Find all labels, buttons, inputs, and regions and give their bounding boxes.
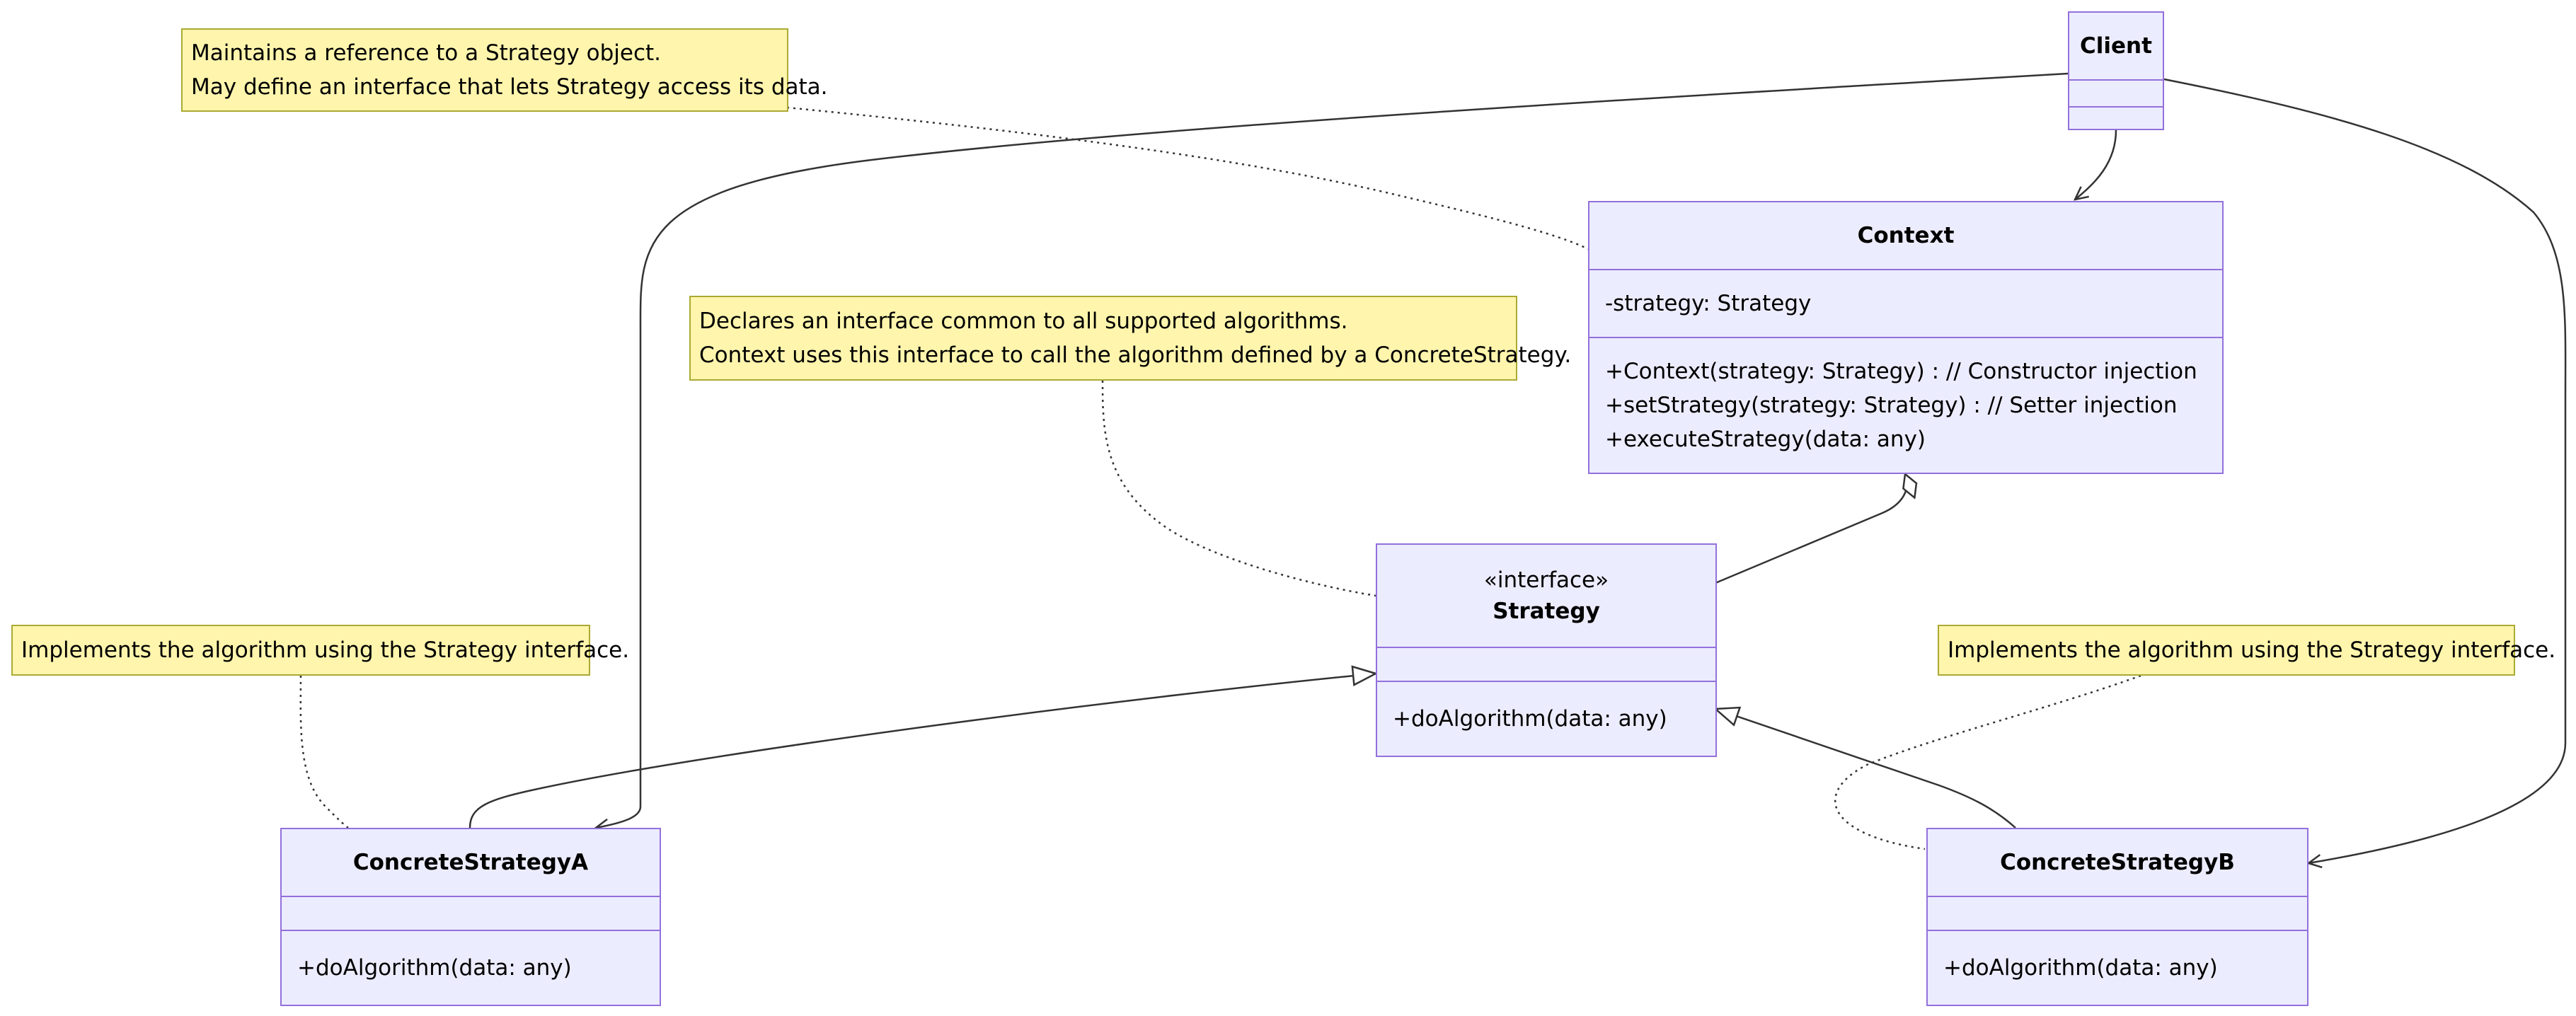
class-name-section: Client (2069, 13, 2163, 81)
note-context: Maintains a reference to a Strategy obje… (181, 28, 828, 112)
note-link-context (786, 106, 1589, 250)
class-name: Strategy (1493, 599, 1600, 624)
edge-concrete-a-realizes-strategy (468, 674, 1376, 829)
class-method: +doAlgorithm(data: any) (1393, 706, 1667, 732)
class-attributes (282, 897, 660, 931)
class-name-section: ConcreteStrategyA (282, 829, 660, 897)
note-link-concrete-a (299, 675, 349, 829)
edge-context-strategy-aggregation (1715, 474, 1907, 584)
class-name: Client (2080, 33, 2152, 59)
class-name-section: «interface» Strategy (1377, 545, 1715, 648)
note-line: Implements the algorithm using the Strat… (1948, 637, 2556, 663)
class-attributes: -strategy: Strategy (1589, 270, 2222, 338)
class-methods: +Context(strategy: Strategy) : // Constr… (1589, 338, 2222, 473)
note-concrete-b: Implements the algorithm using the Strat… (1938, 625, 2556, 676)
note-line: Implements the algorithm using the Strat… (21, 637, 630, 663)
class-method: +doAlgorithm(data: any) (1943, 955, 2218, 981)
class-name-section: Context (1589, 202, 2222, 270)
class-attributes (1928, 897, 2307, 931)
class-name-section: ConcreteStrategyB (1928, 829, 2307, 897)
class-name: Context (1857, 223, 1955, 248)
class-client[interactable]: Client (2068, 11, 2164, 130)
edge-client-concrete-b (2163, 78, 2567, 863)
class-methods: +doAlgorithm(data: any) (1928, 931, 2307, 1005)
class-method: +Context(strategy: Strategy) : // Constr… (1605, 359, 2197, 384)
class-stereotype: «interface» (1483, 567, 1609, 593)
class-methods: +doAlgorithm(data: any) (1377, 682, 1715, 756)
class-attributes (1377, 648, 1715, 682)
class-method: +setStrategy(strategy: Strategy) : // Se… (1605, 393, 2178, 418)
note-line: Context uses this interface to call the … (699, 342, 1572, 368)
class-method: +doAlgorithm(data: any) (297, 955, 572, 981)
note-link-strategy (1101, 380, 1376, 597)
note-line: Maintains a reference to a Strategy obje… (191, 40, 662, 66)
edge-client-concrete-a (596, 72, 2069, 828)
class-attribute: -strategy: Strategy (1605, 291, 1812, 316)
class-strategy[interactable]: «interface» Strategy +doAlgorithm(data: … (1376, 543, 1717, 757)
note-line: May define an interface that lets Strate… (191, 74, 828, 100)
class-method: +executeStrategy(data: any) (1605, 427, 1926, 452)
class-name: ConcreteStrategyB (2000, 850, 2235, 875)
edge-client-context (2075, 129, 2117, 200)
class-name: ConcreteStrategyA (352, 850, 589, 875)
class-concrete-strategy-a[interactable]: ConcreteStrategyA +doAlgorithm(data: any… (280, 828, 661, 1006)
edge-concrete-b-realizes-strategy (1715, 709, 2016, 829)
class-context[interactable]: Context -strategy: Strategy +Context(str… (1588, 201, 2224, 474)
note-concrete-a: Implements the algorithm using the Strat… (11, 625, 630, 676)
note-line: Declares an interface common to all supp… (699, 308, 1348, 334)
class-attributes (2069, 81, 2163, 108)
class-concrete-strategy-b[interactable]: ConcreteStrategyB +doAlgorithm(data: any… (1926, 828, 2308, 1006)
note-strategy: Declares an interface common to all supp… (689, 296, 1572, 381)
note-link-concrete-b (1834, 674, 2141, 850)
class-methods (2069, 108, 2163, 129)
class-methods: +doAlgorithm(data: any) (282, 931, 660, 1005)
